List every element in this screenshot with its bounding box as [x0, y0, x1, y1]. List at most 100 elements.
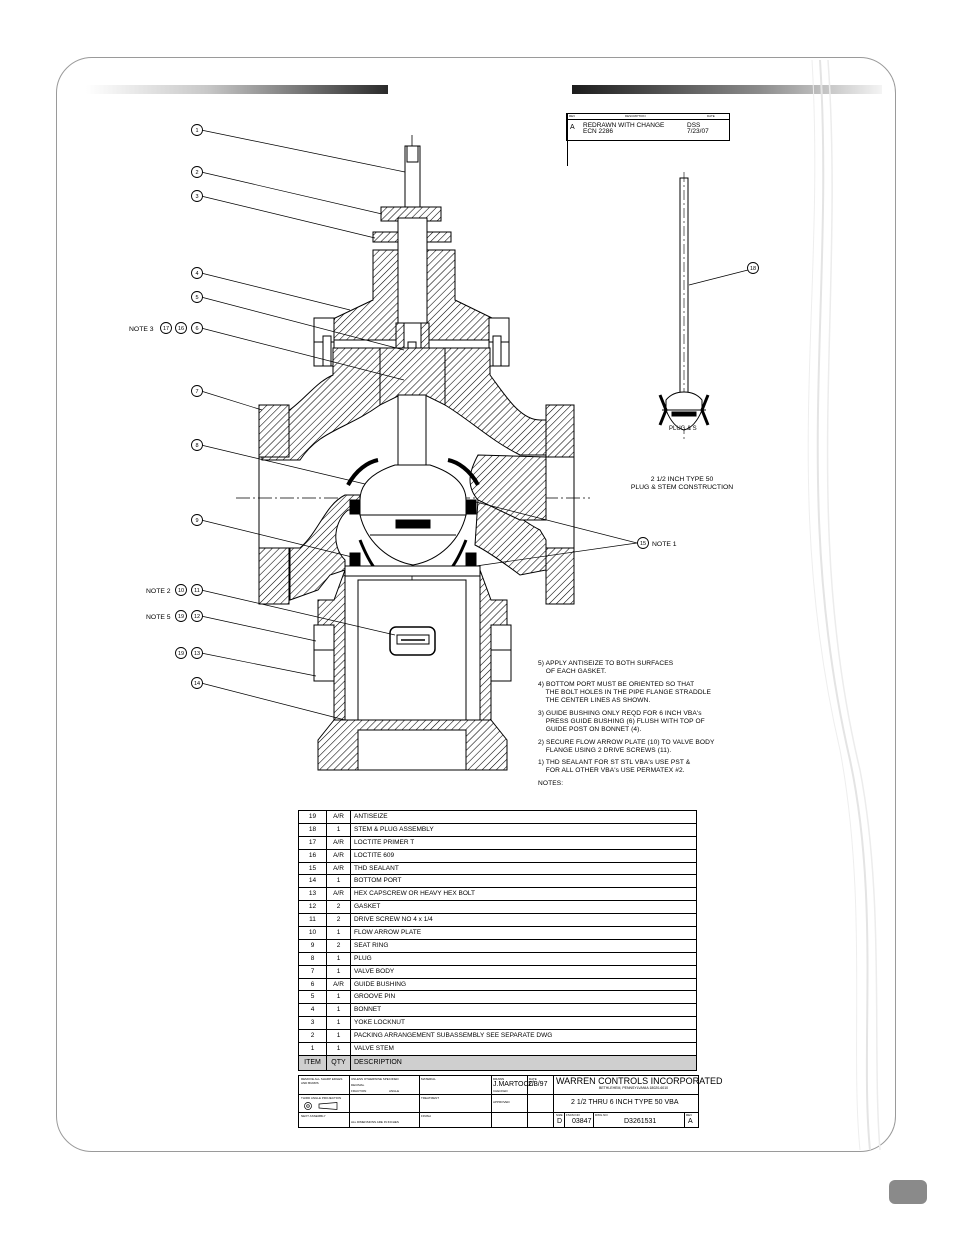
tb-next-assembly: NEXT ASSEMBLY — [301, 1114, 326, 1118]
callout-10 — [175, 584, 187, 596]
bom-item: 10 — [298, 926, 327, 940]
bom-qty: A/R — [326, 848, 351, 863]
tb-drawing-title: 2 1/2 THRU 6 INCH TYPE 50 VBA — [571, 1099, 679, 1106]
callout-3 — [191, 190, 203, 202]
callout-4 — [191, 267, 203, 279]
callout-15-text: 15 — [640, 541, 646, 547]
bom-item: 5 — [298, 990, 327, 1005]
bom-item: 7 — [298, 964, 327, 979]
callout-9 — [191, 514, 203, 526]
bom-qty: 1 — [326, 964, 351, 979]
callout-3-text: 3 — [195, 194, 198, 200]
tb-address: BETHLEHEM, PENNSYLVANIA 18020-6010 — [599, 1086, 669, 1090]
bom-desc: HEX CAPSCREW OR HEAVY HEX BOLT — [350, 887, 697, 902]
callout-17-text: 17 — [163, 326, 169, 332]
bom-desc: BONNET — [350, 1003, 697, 1018]
callout-18-text: 18 — [750, 266, 756, 272]
bom-item: 4 — [298, 1003, 327, 1018]
note-4: 4) BOTTOM PORT MUST BE ORIENTED SO THAT … — [538, 680, 712, 705]
callout-13 — [191, 647, 203, 659]
description-header: DESCRIPTION — [625, 114, 646, 118]
bom-item: 19 — [298, 810, 327, 824]
tb-unless-specified: UNLESS OTHERWISE SPECIFIED — [351, 1077, 399, 1081]
bom-desc: YOKE LOCKNUT — [350, 1016, 697, 1031]
bom-qty: 1 — [326, 1016, 351, 1031]
tb-fraction: FRACTION — [351, 1089, 367, 1093]
callout-14-text: 14 — [194, 681, 200, 687]
bom-item: 14 — [298, 874, 327, 889]
bom-desc: BOTTOM PORT — [350, 874, 697, 889]
note-3-label: NOTE 3 — [129, 326, 154, 333]
note-2: 2) SECURE FLOW ARROW PLATE (10) TO VALVE… — [538, 738, 715, 754]
bom-item: 11 — [298, 913, 327, 928]
tb-rev-label: REV — [686, 1113, 693, 1117]
bom-qty: 1 — [326, 990, 351, 1005]
callout-16 — [175, 322, 187, 334]
callout-13-text: 13 — [194, 651, 200, 657]
header-band-left — [86, 85, 388, 94]
bom-item: 8 — [298, 951, 327, 966]
callout-7 — [191, 385, 203, 397]
bom-desc: LOCTITE PRIMER T — [350, 835, 697, 850]
callout-12-text: 12 — [194, 614, 200, 620]
bom-item: 1 — [298, 1042, 327, 1056]
callout-1-text: 1 — [195, 128, 198, 134]
revision-description-line2: ECN 2286 — [583, 128, 613, 135]
header-band-right — [572, 85, 882, 94]
bom-header-row: ITEM QTY DESCRIPTION — [298, 1054, 697, 1071]
callout-11 — [191, 584, 203, 596]
date-header: DATE — [707, 114, 715, 118]
callout-10-text: 10 — [178, 588, 184, 594]
tb-finish: FINISH — [421, 1114, 431, 1118]
bom-item: 18 — [298, 822, 327, 837]
tb-drawn-by: J.MARTOCCI — [493, 1081, 536, 1088]
revision-letter: A — [570, 124, 575, 131]
note-5-label: NOTE 5 — [146, 614, 171, 621]
bom-qty: 1 — [326, 822, 351, 837]
revision-description-line1: REDRAWN WITH CHANGE — [583, 122, 665, 129]
bom-qty: A/R — [326, 887, 351, 902]
callout-9-text: 9 — [195, 518, 198, 524]
callout-8 — [191, 439, 203, 451]
bom-desc: FLOW ARROW PLATE — [350, 926, 697, 940]
bom-desc: THD SEALANT — [350, 861, 697, 876]
callout-5-text: 5 — [195, 295, 198, 301]
callout-1 — [191, 124, 203, 136]
bom-desc: GROOVE PIN — [350, 990, 697, 1005]
bom-qty: A/R — [326, 835, 351, 850]
callout-19a — [175, 610, 187, 622]
bom-desc: GUIDE BUSHING — [350, 977, 697, 992]
detail-caption-line2: PLUG & STEM CONSTRUCTION — [631, 484, 733, 491]
bom-qty: 1 — [326, 926, 351, 940]
callout-7-text: 7 — [195, 389, 198, 395]
callout-8-text: 8 — [195, 443, 198, 449]
tb-remove-burrs: REMOVE ALL SHARP EDGES AND BURRS — [301, 1077, 343, 1085]
bom-item: 2 — [298, 1029, 327, 1044]
bom-header-item: ITEM — [298, 1054, 327, 1071]
bom-desc: VALVE STEM — [350, 1042, 697, 1056]
revision-initials: DSS — [687, 122, 701, 129]
page-number-tab — [889, 1180, 927, 1204]
tb-dwg-number: D3261531 — [624, 1118, 657, 1125]
detail-caption-line1: 2 1/2 INCH TYPE 50 — [651, 476, 714, 483]
callout-12 — [191, 610, 203, 622]
tb-date-label: DATE — [529, 1077, 537, 1081]
bom-desc: DRIVE SCREW NO 4 x 1/4 — [350, 913, 697, 928]
revision-date: 7/23/07 — [687, 128, 709, 135]
bom-item: 9 — [298, 938, 327, 953]
note-1: 1) THD SEALANT FOR ST STL VBA's USE PST … — [538, 759, 691, 775]
tb-company: WARREN CONTROLS INCORPORATED — [556, 1076, 723, 1086]
tb-third-angle: THIRD ANGLE PROJECTION — [301, 1096, 342, 1100]
